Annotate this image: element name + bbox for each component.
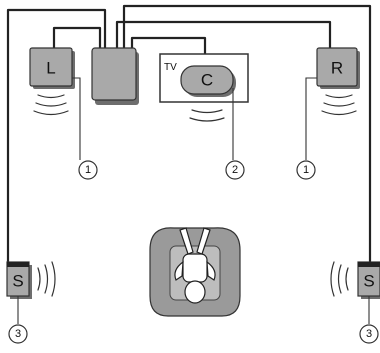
callout-surround-right-number: 3 [366, 328, 372, 340]
speaker-wiring [6, 4, 372, 264]
surround-left-speaker: S [6, 261, 56, 299]
listener-person [174, 227, 216, 304]
listener-couch [149, 227, 241, 317]
wire-center [130, 36, 207, 60]
callout-front-right: 1 [296, 160, 316, 180]
callout-front-left: 1 [78, 160, 98, 180]
callout-surround-right: 3 [359, 324, 379, 344]
wire-surround-right [122, 4, 372, 264]
wire-surround-left [6, 8, 107, 264]
center-speaker-label: C [201, 71, 213, 90]
front-left-speaker: L [29, 47, 75, 116]
front-right-speaker-label: R [331, 59, 343, 78]
front-left-speaker-label: L [46, 59, 55, 78]
front-right-speaker: R [316, 47, 360, 116]
center-speaker: C [180, 65, 236, 122]
wire-front-right [115, 20, 332, 50]
callout-front-left-number: 1 [85, 164, 91, 176]
tv-label: TV [164, 62, 177, 73]
callout-center: 2 [225, 160, 245, 180]
surround-right-speaker: S [330, 261, 380, 299]
callout-surround-left: 3 [8, 324, 28, 344]
receiver-unit [91, 47, 139, 105]
surround-right-speaker-label: S [363, 272, 374, 291]
wire-front-left [52, 26, 102, 50]
callout-front-right-number: 1 [303, 164, 309, 176]
surround-left-speaker-label: S [12, 272, 23, 291]
callout-surround-left-number: 3 [15, 328, 21, 340]
callout-leaders [17, 77, 370, 324]
callout-center-number: 2 [232, 164, 238, 176]
